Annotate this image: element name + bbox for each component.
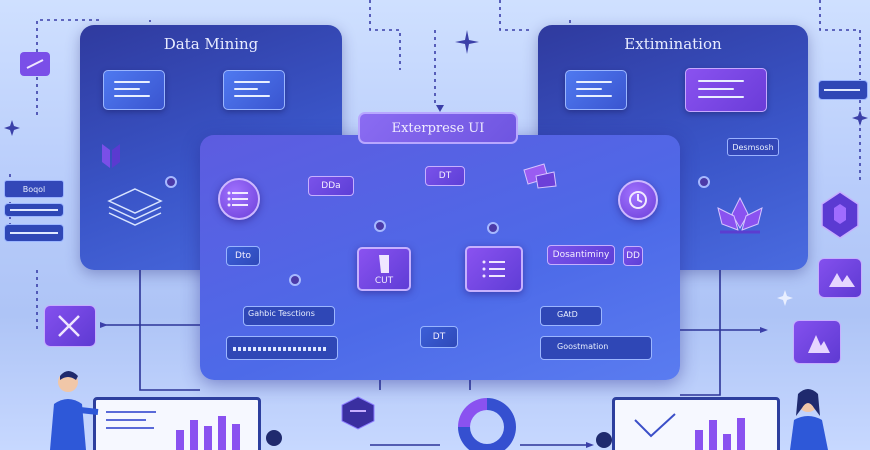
side-chip-left[interactable]: Boqol	[4, 180, 64, 198]
list-node-center[interactable]	[465, 246, 523, 292]
chip-top-left[interactable]: DDa	[308, 176, 354, 196]
person-icon-small-right	[592, 430, 616, 450]
cube-icon[interactable]	[340, 395, 376, 431]
enterprise-ui-title: Exterprese UI	[358, 112, 518, 144]
chip-right[interactable]: Dosantiminy	[547, 245, 615, 265]
side-bar-left-1[interactable]	[4, 203, 64, 217]
flag-icon	[100, 140, 122, 170]
chip-mid[interactable]: DT	[420, 326, 458, 348]
connector-dot-1	[165, 176, 177, 188]
person-icon-small-left	[262, 428, 286, 450]
person-icon-left	[40, 368, 100, 450]
data-card-left-2[interactable]	[223, 70, 285, 110]
monitor-right	[612, 397, 780, 450]
data-card-left-1[interactable]	[103, 70, 165, 110]
data-mining-title: Data Mining	[163, 35, 259, 53]
person-icon-right	[782, 388, 837, 450]
triangles-icon[interactable]	[818, 258, 862, 298]
data-card-right-1[interactable]	[565, 70, 627, 110]
list-node[interactable]	[218, 178, 260, 220]
connector-dot-2	[374, 220, 386, 232]
chip-right-top[interactable]: DD	[623, 246, 643, 266]
side-chip-right[interactable]: Desmsosh	[727, 138, 779, 156]
layers-icon	[105, 185, 165, 230]
cut-label: CUT	[374, 276, 394, 286]
donut-icon[interactable]	[452, 392, 522, 450]
monitor-left	[93, 397, 261, 450]
tools-icon-top	[18, 50, 52, 78]
tools-icon[interactable]	[44, 305, 96, 347]
input-bar-left[interactable]	[226, 336, 338, 360]
cut-node[interactable]: CUT	[357, 247, 411, 291]
target-node[interactable]	[618, 180, 658, 220]
lotus-icon	[710, 192, 770, 242]
text-bar-bottom-right[interactable]: Goostmation	[540, 336, 652, 360]
chip-left[interactable]: Dto	[226, 246, 260, 266]
connector-dot-3	[289, 274, 301, 286]
triangles-icon-2[interactable]	[793, 320, 841, 364]
connector-dot-4	[487, 222, 499, 234]
text-bar-right[interactable]: GAtD	[540, 306, 602, 326]
side-bar-left-2[interactable]	[4, 224, 64, 242]
chat-icon	[520, 160, 560, 192]
data-card-right-2[interactable]	[685, 68, 767, 112]
chip-top[interactable]: DT	[425, 166, 465, 186]
text-bar-bottom-left[interactable]: Gahbic Tesctions	[243, 306, 335, 326]
connector-dot-5	[698, 176, 710, 188]
side-bar-right[interactable]	[818, 80, 868, 100]
shield-icon[interactable]	[818, 190, 862, 240]
extimination-title: Extimination	[624, 35, 722, 53]
